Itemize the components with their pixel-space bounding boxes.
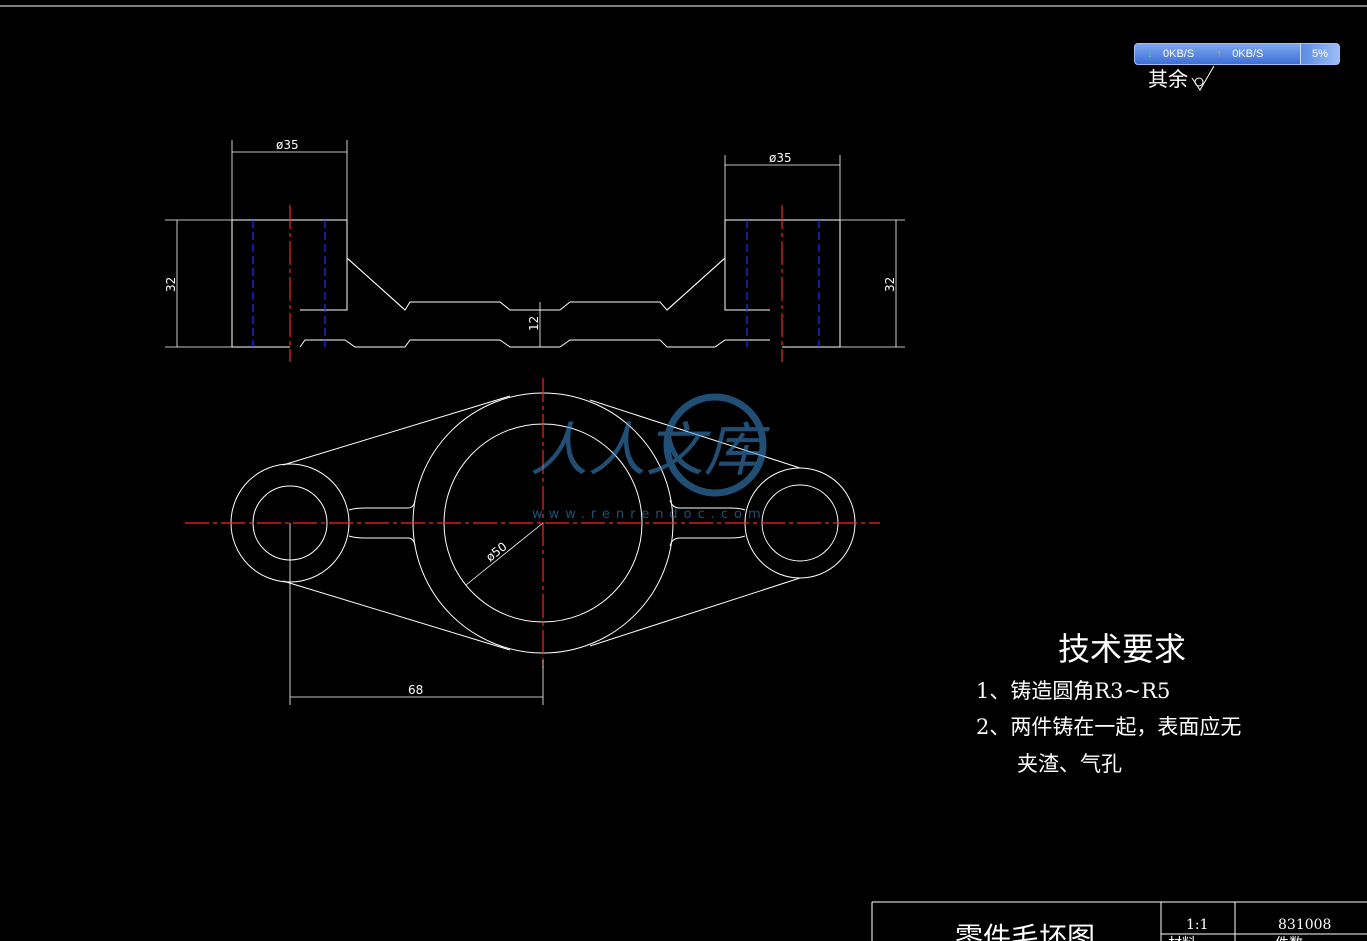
- requirement-item-1: 1、铸造圆角R3~R5: [976, 679, 1170, 703]
- dim-right-height: 32: [883, 277, 897, 292]
- title-block: [871, 901, 1367, 941]
- title-block-quantity-label: 件数: [1275, 936, 1303, 941]
- download-speed: 0KB/S: [1163, 48, 1195, 60]
- title-block-scale: 1:1: [1186, 917, 1209, 933]
- title-block-drawing-name: 零件毛坯图: [955, 921, 1095, 941]
- dim-top-right-diameter: ø35: [769, 151, 792, 165]
- arrow-down-icon: ↓: [1147, 48, 1153, 60]
- dim-center-distance: 68: [408, 683, 423, 697]
- dim-top-left-diameter: ø35: [276, 138, 299, 152]
- watermark: 人人文库 www.renrendoc.com: [530, 393, 770, 522]
- dim-bore-diameter: ø50: [483, 539, 509, 564]
- network-speed-widget[interactable]: ↓ 0KB/S ↑ 0KB/S 5%: [1134, 43, 1340, 65]
- title-block-drawing-number: 831008: [1278, 917, 1331, 933]
- roughness-symbol-icon: [1191, 65, 1215, 91]
- watermark-url: www.renrendoc.com: [532, 507, 767, 522]
- roughness-label: 其余: [1148, 67, 1188, 91]
- hidden-lines: [252, 220, 820, 347]
- title-block-material-label: 材料: [1168, 936, 1196, 941]
- top-dimensions: [289, 522, 544, 705]
- dim-web-thickness: 12: [527, 316, 541, 331]
- requirement-item-2-cont: 夹渣、气孔: [1017, 752, 1122, 776]
- watermark-name: 人人文库: [530, 416, 770, 484]
- dim-left-height: 32: [164, 277, 178, 292]
- upload-speed: 0KB/S: [1232, 48, 1264, 60]
- arrow-up-icon: ↑: [1216, 48, 1222, 60]
- front-dimensions: [165, 140, 905, 348]
- front-center-lines: [289, 205, 783, 362]
- requirement-item-2: 2、两件铸在一起，表面应无: [976, 715, 1241, 739]
- requirements-title: 技术要求: [1058, 630, 1186, 668]
- usage-percent: 5%: [1300, 44, 1339, 64]
- roughness-circle-icon: [1194, 77, 1204, 87]
